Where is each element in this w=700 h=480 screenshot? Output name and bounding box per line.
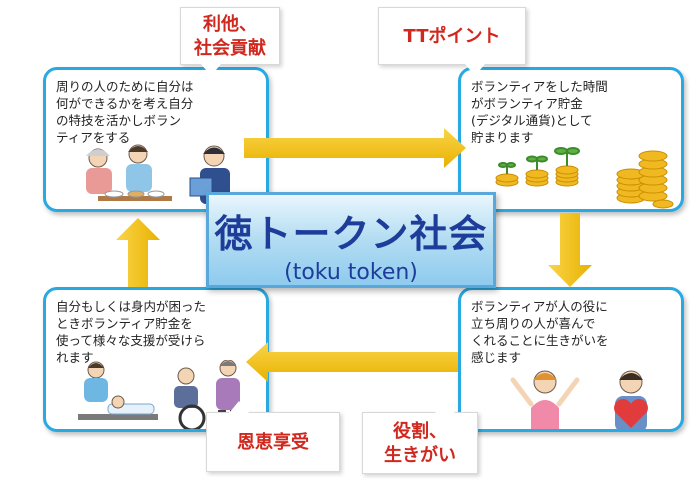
- card-tt-points: ボランティアをした時間 がボランティア貯金 (デジタル通貨)として 貯まります: [458, 67, 684, 212]
- callout-line: 役割、: [393, 421, 447, 442]
- text-line: 立ち周りの人が喜んで: [471, 316, 596, 331]
- card-purpose: ボランティアが人の役に 立ち周りの人が喜んで くれることに生きがいを 感じます: [458, 287, 684, 432]
- callout-text: TTポイント: [403, 26, 501, 47]
- callout-line: 生きがい: [384, 445, 456, 466]
- text-line: の特技を活かしボラン: [56, 113, 182, 128]
- cheering-people-heart-illustration: [510, 370, 648, 429]
- text-line: 自分もしくは身内が困った: [56, 299, 207, 314]
- text-line: れます: [56, 350, 94, 365]
- text-line: 使って様々な支援が受けら: [56, 333, 206, 348]
- card-tt-points-text: ボランティアをした時間 がボランティア貯金 (デジタル通貨)として 貯まります: [471, 78, 671, 146]
- text-line: くれることに生きがいを: [471, 333, 609, 348]
- text-line: 感じます: [471, 350, 522, 365]
- arrow-up: [116, 218, 160, 287]
- card-altruism-text: 周りの人のために自分は 何ができるかを考え自分 の特技を活かしボラン ティアをす…: [56, 78, 256, 146]
- text-line: ティアをする: [56, 130, 131, 145]
- card-benefit-text: 自分もしくは身内が困った ときボランティア貯金を 使って様々な支援が受けら れま…: [56, 298, 256, 366]
- callout-line: 社会貢献: [194, 38, 266, 59]
- center-title: 徳トークン社会: [214, 212, 488, 256]
- callout-purpose: 役割、 生きがい: [362, 401, 478, 474]
- center-title-box: 徳トークン社会 (toku token): [206, 192, 496, 288]
- text-line: ボランティアをした時間: [471, 79, 608, 94]
- text-line: ときボランティア貯金を: [56, 316, 193, 331]
- text-line: 貯まります: [471, 130, 534, 145]
- coin-stacks-sprouts-illustration: [495, 147, 674, 209]
- arrow-down: [548, 213, 592, 287]
- arrow-right: [244, 128, 466, 168]
- card-purpose-text: ボランティアが人の役に 立ち周りの人が喜んで くれることに生きがいを 感じます: [471, 298, 671, 366]
- text-line: がボランティア貯金: [471, 96, 583, 111]
- text-line: 周りの人のために自分は: [56, 79, 194, 94]
- text-line: (デジタル通貨)として: [471, 113, 593, 128]
- card-altruism: 周りの人のために自分は 何ができるかを考え自分 の特技を活かしボラン ティアをす…: [43, 67, 269, 212]
- callout-altruism: 利他、 社会貢献: [180, 7, 280, 76]
- arrow-left: [246, 342, 458, 382]
- center-subtitle: (toku token): [284, 260, 418, 285]
- callout-text: 恩恵享受: [237, 432, 309, 453]
- callout-line: 利他、: [203, 14, 257, 35]
- callout-tt-points: TTポイント: [378, 7, 526, 76]
- text-line: 何ができるかを考え自分: [56, 96, 194, 111]
- text-line: ボランティアが人の役に: [471, 299, 608, 314]
- callout-benefit: 恩恵享受: [206, 401, 340, 472]
